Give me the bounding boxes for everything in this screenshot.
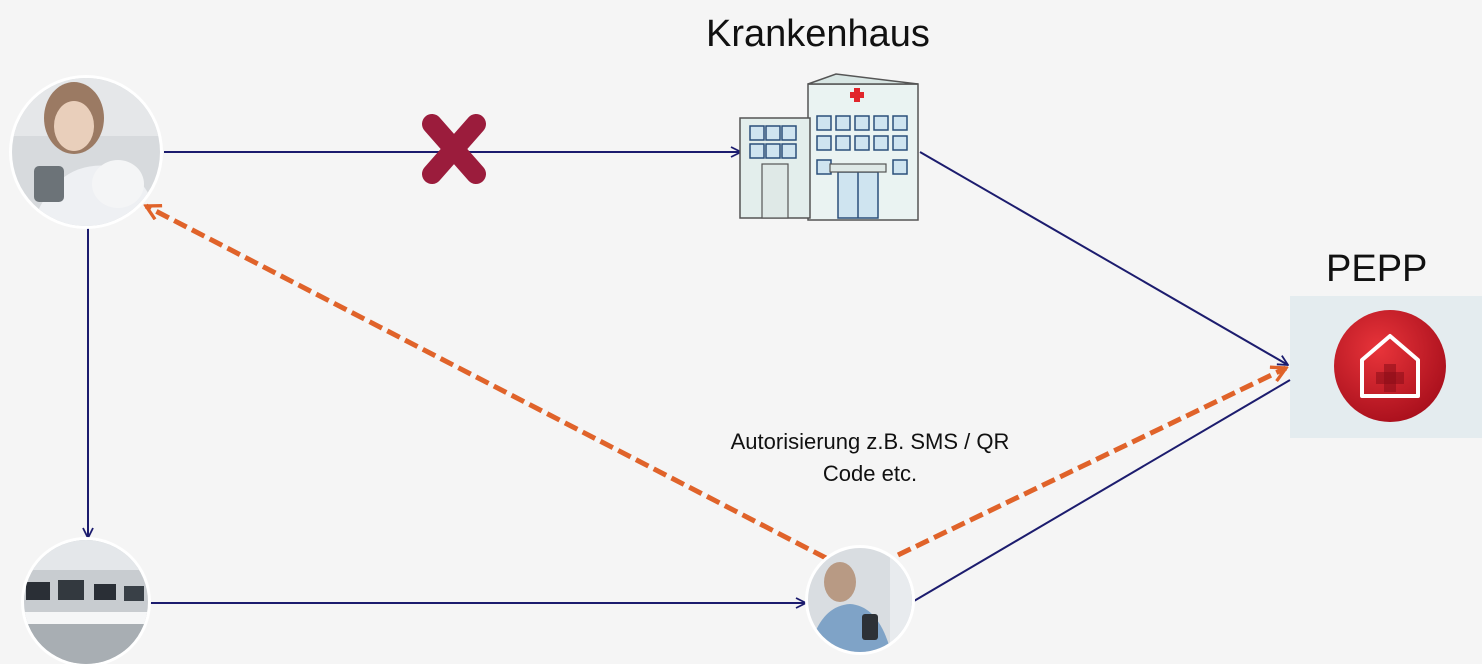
patient-avatar — [9, 75, 163, 229]
office-avatar — [21, 537, 151, 664]
pepp-house-cross-icon — [1334, 310, 1446, 422]
pepp-title: PEPP — [1326, 248, 1428, 290]
x-cross-icon — [422, 114, 486, 184]
hospital-building-icon — [739, 73, 919, 221]
arrow-hospital-to-pepp — [919, 151, 1288, 365]
nurse-avatar — [805, 545, 915, 655]
authorization-label-line1: Autorisierung z.B. SMS / QR — [730, 429, 1010, 454]
line-nurse-to-pepp — [913, 379, 1291, 602]
authorization-label: Autorisierung z.B. SMS / QR Code etc. — [640, 426, 1100, 490]
dashed-arrow-nurse-to-patient — [146, 203, 828, 561]
authorization-label-line2: Code etc. — [822, 461, 918, 486]
hospital-title: Krankenhaus — [706, 13, 930, 55]
dashed-arrow-nurse-to-pepp — [896, 368, 1286, 558]
